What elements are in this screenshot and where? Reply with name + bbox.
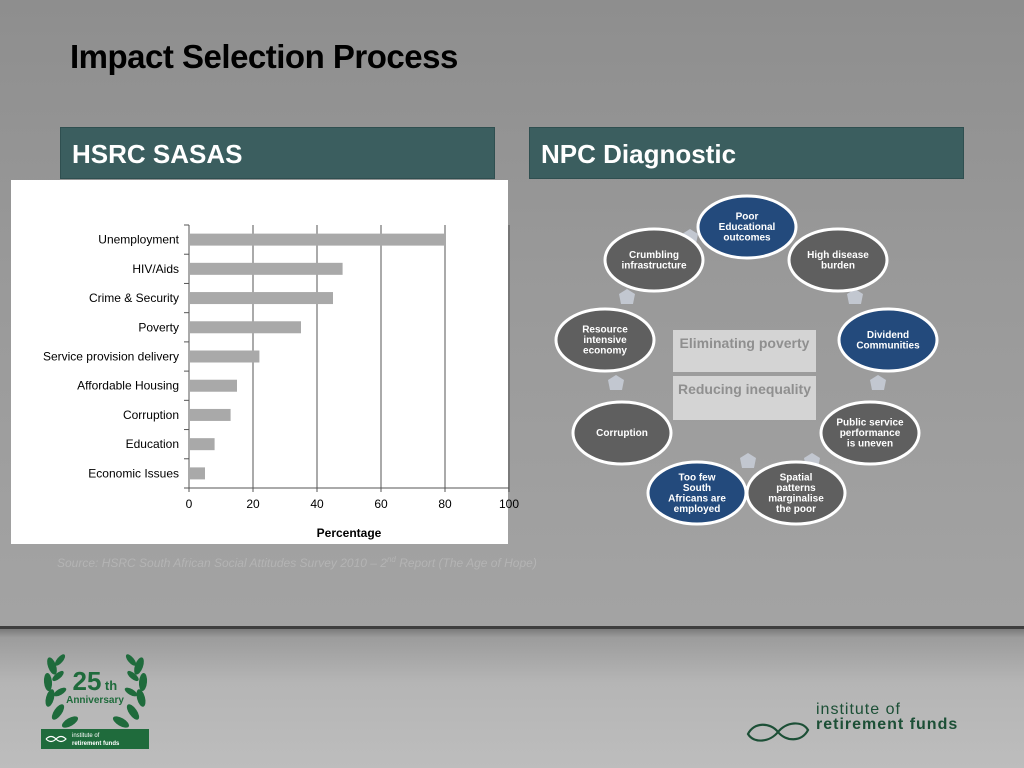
footer-band [0, 626, 1024, 768]
node-label-line: marginalise [768, 493, 824, 504]
node-ellipse [603, 227, 705, 293]
node-label-line: infrastructure [621, 260, 686, 271]
node-label-line: Dividend [867, 330, 909, 341]
cycle-arrow-icon [740, 453, 756, 468]
bar-hiv-aids [189, 262, 343, 275]
node-label-line: intensive [583, 335, 627, 346]
bar-service-provision-delivery [189, 350, 260, 363]
bar-crime-security [189, 292, 333, 305]
anniv-number: 25 [73, 666, 102, 696]
node-label-line: outcomes [723, 233, 771, 244]
irf-logo-line1: institute of [816, 701, 901, 718]
x-tick-label: 60 [374, 497, 388, 511]
source-note: Source: HSRC South African Social Attitu… [57, 552, 547, 571]
node-ellipse [554, 307, 656, 373]
cycle-arrow-icon [608, 375, 624, 390]
bar-poverty [189, 321, 301, 334]
node-label-line: Africans are [668, 493, 726, 504]
node-label-line: burden [821, 260, 855, 271]
anniv-org-line1: institute of [72, 733, 100, 739]
category-label: Corruption [123, 408, 179, 422]
anniv-org-line2: retirement funds [72, 741, 120, 747]
node-ellipse [819, 400, 921, 466]
footer-divider [0, 626, 1024, 629]
x-axis-title: Percentage [317, 526, 382, 540]
node-label-line: Corruption [596, 428, 648, 439]
category-label: HIV/Aids [132, 262, 179, 276]
node-label-line: Spatial [780, 472, 813, 483]
bar-unemployment [189, 233, 445, 246]
x-tick-label: 80 [438, 497, 452, 511]
cycle-arrow-icon [847, 289, 863, 304]
source-superscript: nd [386, 555, 396, 564]
node-ellipse [696, 194, 798, 260]
bar-economic-issues [189, 467, 205, 480]
node-label-line: patterns [776, 483, 816, 494]
node-label-line: performance [840, 428, 901, 439]
hsrc-panel-header: HSRC SASAS [60, 127, 495, 179]
anniversary-logo: 25 th Anniversary institute of retiremen… [41, 654, 149, 749]
category-label: Poverty [138, 320, 179, 334]
bar-affordable-housing [189, 379, 237, 392]
category-label: Economic Issues [88, 466, 179, 480]
x-tick-label: 100 [499, 497, 519, 511]
node-label-line: Communities [856, 340, 920, 351]
laurel-wreath-icon [43, 654, 148, 728]
node-label-line: South [683, 483, 711, 494]
anniv-suffix: th [105, 678, 117, 693]
category-label: Service provision delivery [43, 350, 179, 364]
category-label: Crime & Security [89, 291, 179, 305]
node-label-line: Too few [678, 472, 715, 483]
diagram-node-corruption: Corruption [571, 400, 673, 466]
node-label-line: is uneven [847, 439, 893, 450]
node-ellipse [787, 227, 889, 293]
irf-infinity-icon [746, 722, 810, 742]
node-label-line: employed [674, 504, 721, 515]
category-label: Affordable Housing [77, 379, 179, 393]
cycle-arrow-icon [870, 375, 886, 390]
node-label-line: Resource [582, 325, 628, 336]
node-label-line: Poor [736, 212, 759, 223]
bar-education [189, 438, 215, 451]
node-label-line: the poor [776, 504, 816, 515]
anniv-org-banner [41, 729, 149, 749]
bar-corruption [189, 408, 231, 421]
source-prefix: Source: HSRC South African Social Attitu… [57, 556, 387, 570]
node-ellipse [571, 400, 673, 466]
npc-panel-header: NPC Diagnostic [529, 127, 964, 179]
node-ellipse [837, 307, 939, 373]
irf-logo-line2: retirement funds [816, 716, 959, 733]
x-tick-label: 40 [310, 497, 324, 511]
center-box-reducing-inequality: Reducing inequality [673, 376, 816, 420]
x-tick-label: 0 [186, 497, 193, 511]
node-label-line: Educational [719, 222, 776, 233]
node-label-line: Public service [836, 418, 904, 429]
anniv-word: Anniversary [66, 695, 124, 706]
center-box-eliminating-poverty: Eliminating poverty [673, 330, 816, 372]
source-suffix: Report (The Age of Hope) [395, 556, 537, 570]
x-tick-label: 20 [246, 497, 260, 511]
category-label: Education [126, 437, 179, 451]
node-label-line: economy [583, 346, 627, 357]
cycle-arrow-icon [619, 289, 635, 304]
category-label: Unemployment [98, 233, 179, 247]
node-label-line: Crumbling [629, 250, 679, 261]
slide-title: Impact Selection Process [70, 38, 458, 75]
node-ellipse [646, 460, 748, 526]
node-label-line: High disease [807, 250, 869, 261]
infinity-icon [45, 735, 67, 743]
